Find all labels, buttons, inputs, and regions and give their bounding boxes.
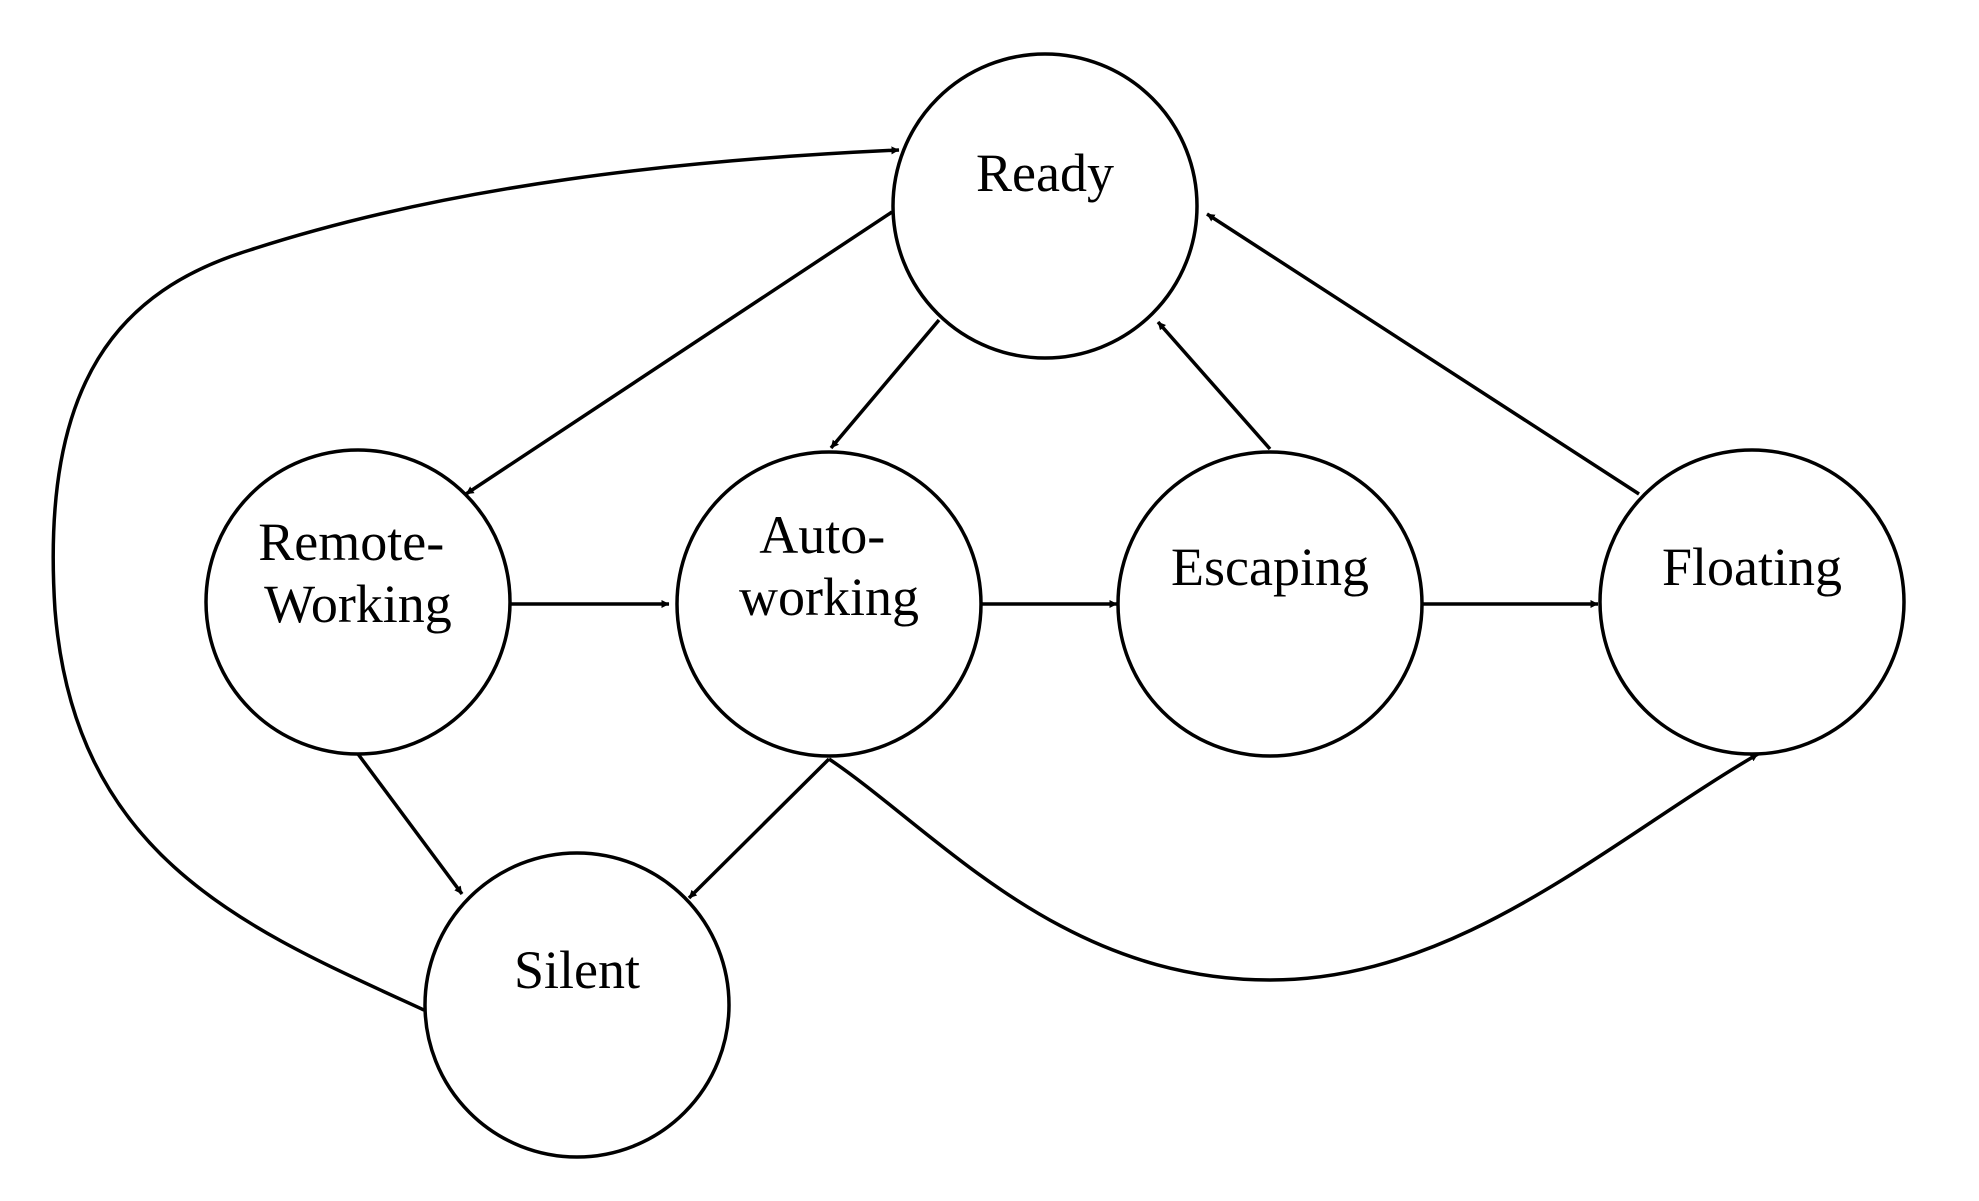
edge-ready-to-auto-working: [829, 318, 941, 450]
state-auto-working: Auto- working: [675, 450, 983, 758]
transitions: [51, 146, 1759, 1012]
state-auto-working-label-line2: working: [739, 567, 919, 627]
state-floating: Floating: [1598, 448, 1906, 756]
edge-escaping-to-ready: [1156, 320, 1272, 451]
svg-text:Auto- working: Auto- working: [739, 505, 919, 627]
state-silent-label: Silent: [514, 940, 640, 1000]
edge-floating-to-ready: [1206, 212, 1640, 496]
svg-text:Floating: Floating: [1662, 537, 1842, 597]
state-remote-working: Remote- Working: [204, 448, 512, 756]
edge-auto-working-to-floating: [828, 752, 1759, 982]
state-escaping-label: Escaping: [1171, 537, 1369, 597]
state-escaping: Escaping: [1116, 450, 1424, 758]
state-silent: Silent: [423, 851, 731, 1159]
edge-silent-to-ready: [51, 146, 900, 1012]
states: Ready Remote- Working Auto- working Esca…: [204, 52, 1906, 1159]
edge-remote-working-to-silent: [356, 752, 464, 896]
edge-ready-to-remote-working: [465, 210, 893, 496]
svg-text:Remote- Working: Remote- Working: [258, 512, 457, 634]
state-floating-label: Floating: [1662, 537, 1842, 597]
edge-auto-working-to-silent: [687, 757, 831, 900]
state-auto-working-label-line1: Auto-: [759, 505, 885, 565]
svg-text:Silent: Silent: [514, 940, 640, 1000]
svg-text:Escaping: Escaping: [1171, 537, 1369, 597]
state-ready-label: Ready: [976, 143, 1114, 203]
state-ready: Ready: [891, 52, 1199, 360]
state-remote-working-label-line2: Working: [264, 574, 452, 634]
svg-text:Ready: Ready: [976, 143, 1114, 203]
state-remote-working-label-line1: Remote-: [258, 512, 444, 572]
